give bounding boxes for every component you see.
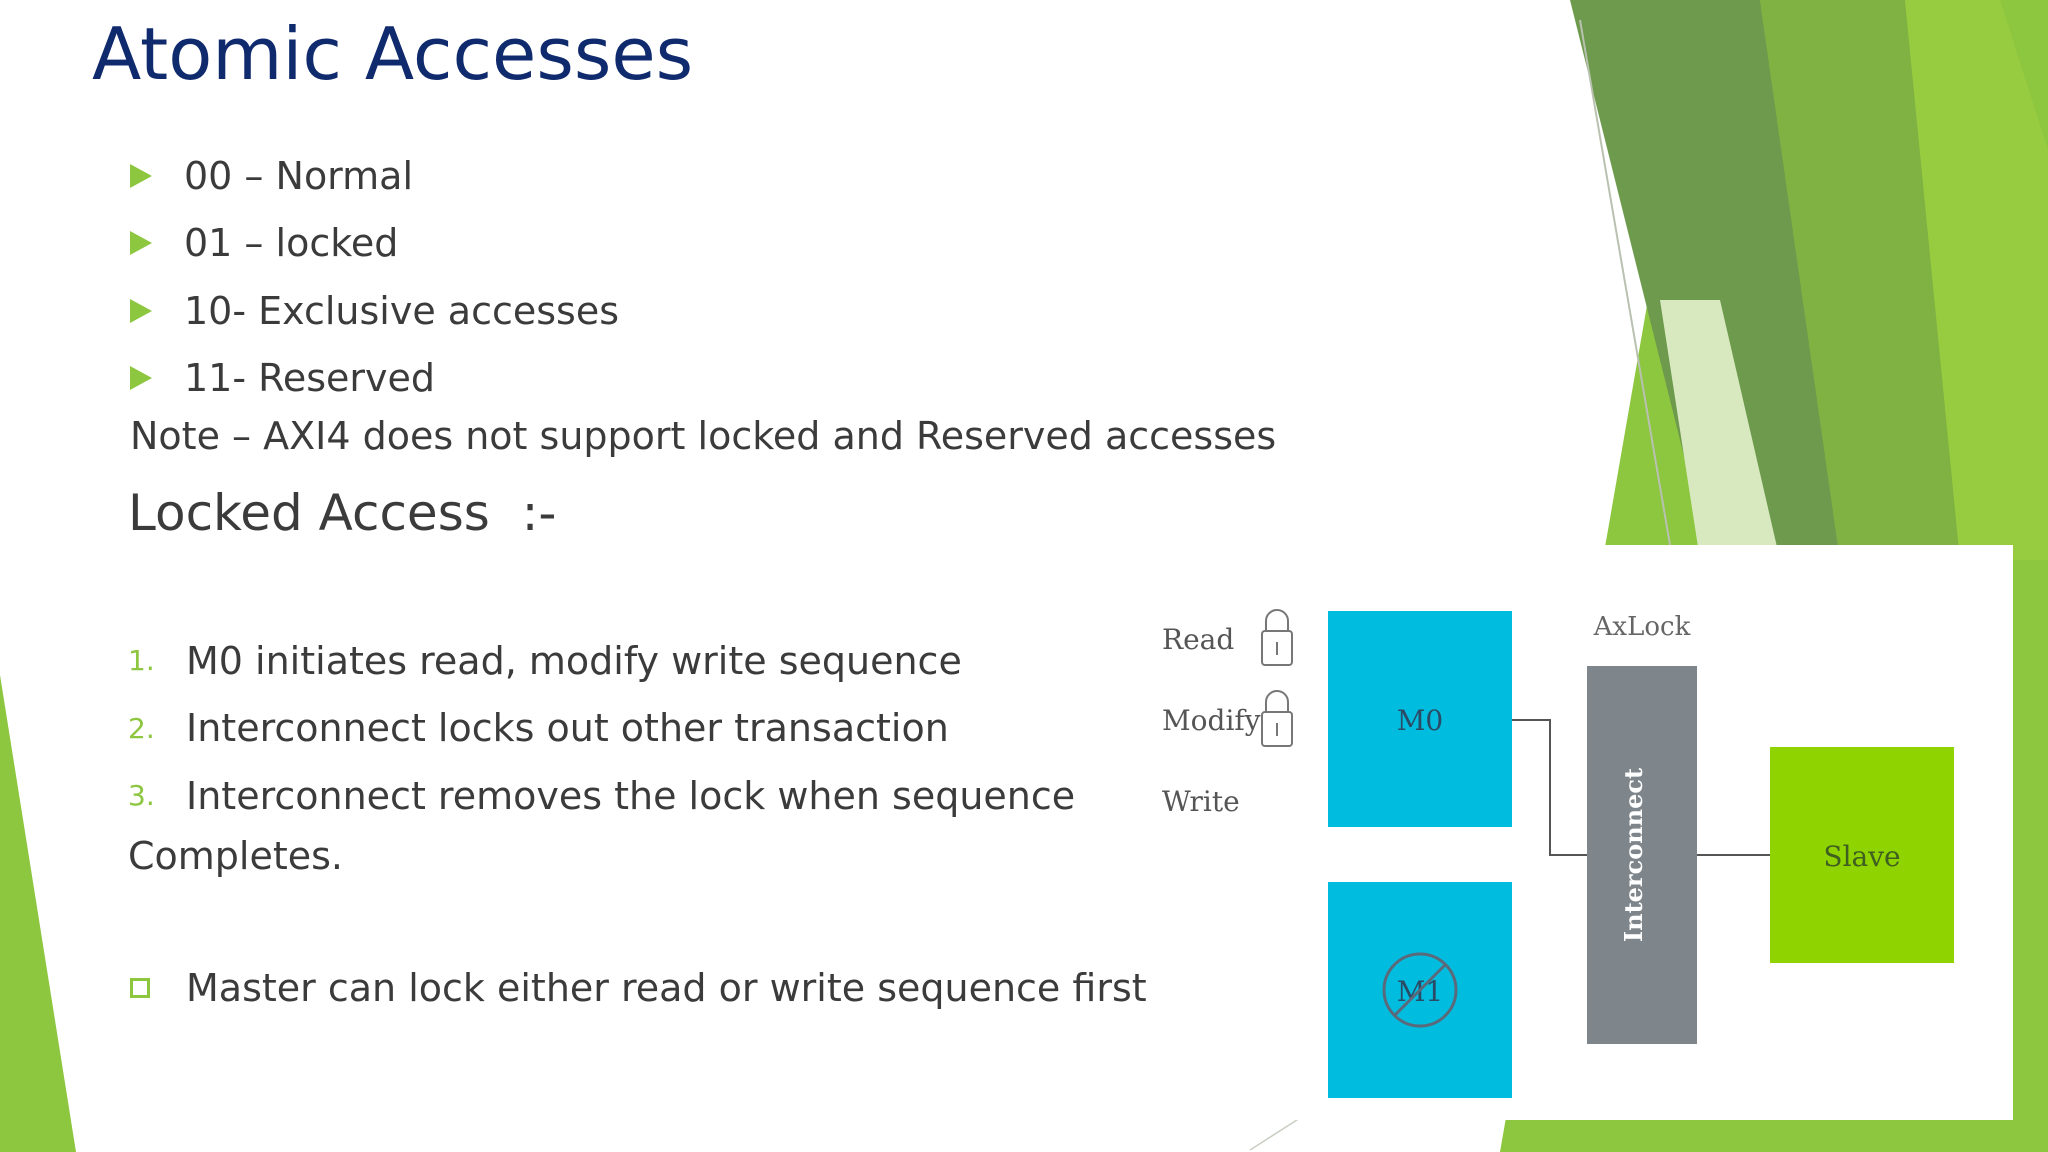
triangle-bullet-icon xyxy=(130,366,152,391)
step-number: 3. xyxy=(128,779,155,813)
triangle-bullet-icon xyxy=(130,231,152,256)
slide-title: Atomic Accesses xyxy=(92,12,694,96)
list-item: 11- Reserved xyxy=(130,345,619,413)
slave-label: Slave xyxy=(1823,840,1900,873)
checkbox-bullet-icon xyxy=(130,978,150,998)
locked-access-diagram: Read Modify Write M0 M1 AxLock Interconn… xyxy=(1150,545,2013,1120)
step-number: 2. xyxy=(128,711,155,745)
locked-access-heading: Locked Access :- xyxy=(128,484,557,542)
bg-shape-bottom xyxy=(1500,1119,2048,1152)
master-lock-note: Master can lock either read or write seq… xyxy=(130,966,1147,1010)
master-m0-block xyxy=(1328,611,1512,827)
list-item-text: 00 – Normal xyxy=(184,153,414,198)
triangle-bullet-icon xyxy=(130,298,152,323)
axi4-note: Note – AXI4 does not support locked and … xyxy=(130,414,1277,458)
modify-label: Modify xyxy=(1162,704,1261,737)
prohibited-icon xyxy=(1382,952,1458,1028)
bg-shape-mid xyxy=(1760,0,1960,560)
list-item: 2. Interconnect locks out other transacti… xyxy=(128,695,1075,763)
step-number: 1. xyxy=(128,644,155,678)
bg-line xyxy=(1579,19,1671,546)
bg-shape-pale xyxy=(1660,300,1780,560)
list-item: 1. M0 initiates read, modify write sequen… xyxy=(128,627,1075,695)
m0-connector xyxy=(1512,719,1587,856)
m0-label: M0 xyxy=(1397,704,1443,737)
step-text: Interconnect locks out other transaction xyxy=(186,706,949,751)
sequence-steps-list: 1. M0 initiates read, modify write sequen… xyxy=(128,627,1075,830)
interconnect-label: Interconnect xyxy=(1619,768,1648,942)
axlock-label: AxLock xyxy=(1593,612,1691,642)
write-label: Write xyxy=(1162,785,1240,818)
list-item-text: 10- Exclusive accesses xyxy=(184,288,620,333)
triangle-bullet-icon xyxy=(130,163,152,188)
bg-shape-dark xyxy=(1570,0,1840,560)
lock-encoding-list: 00 – Normal 01 – locked 10- Exclusive ac… xyxy=(130,142,619,412)
list-item-text: 11- Reserved xyxy=(184,356,436,401)
step-text: M0 initiates read, modify write sequence xyxy=(186,638,962,683)
read-label: Read xyxy=(1162,623,1234,656)
master-lock-note-text: Master can lock either read or write seq… xyxy=(186,966,1147,1010)
step-text: Interconnect removes the lock when seque… xyxy=(186,773,1076,818)
bg-line-bottom xyxy=(1249,1117,1301,1151)
bg-shape-left xyxy=(0,675,76,1152)
list-item: 01 – locked xyxy=(130,210,619,278)
list-item: 00 – Normal xyxy=(130,142,619,210)
lock-icon xyxy=(1261,609,1293,666)
step-continuation: Completes. xyxy=(128,834,344,878)
list-item-text: 01 – locked xyxy=(184,221,399,266)
list-item: 10- Exclusive accesses xyxy=(130,277,619,345)
bg-shape-light xyxy=(1905,0,2048,560)
list-item: 3. Interconnect removes the lock when seq… xyxy=(128,762,1075,830)
slave-block xyxy=(1770,747,1954,963)
lock-icon xyxy=(1261,690,1293,747)
interconnect-block xyxy=(1587,666,1697,1044)
